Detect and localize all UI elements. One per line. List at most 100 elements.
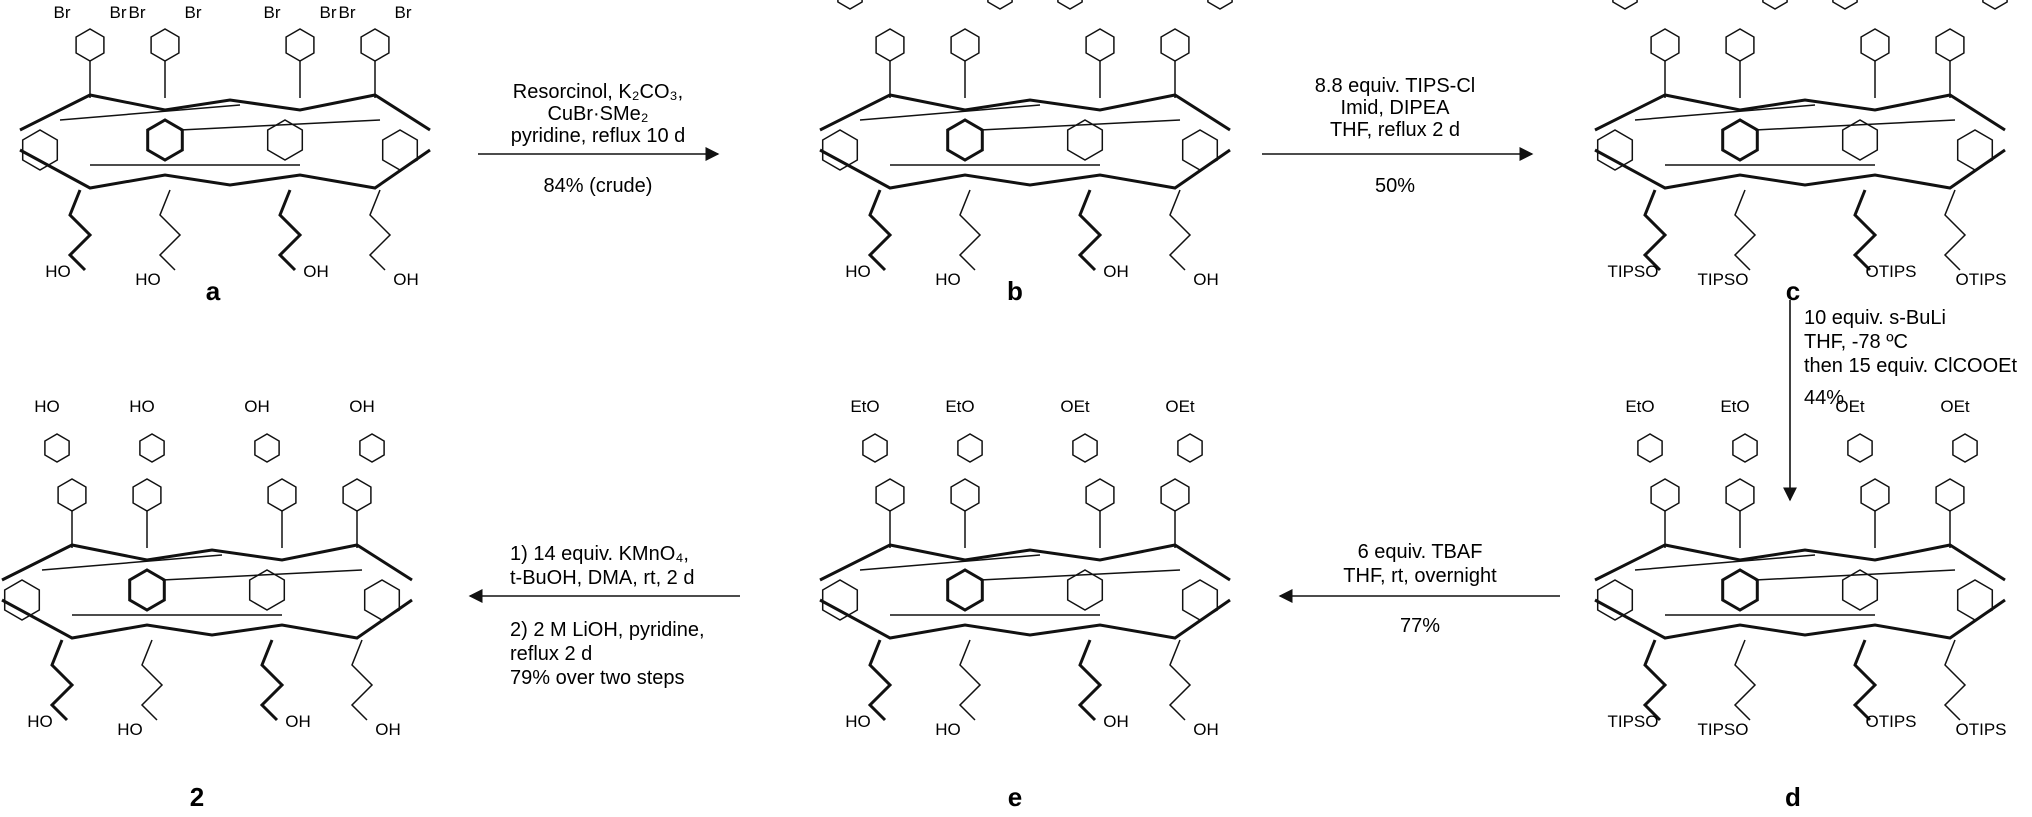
terminal-group-label: OH: [285, 712, 311, 731]
condition-line: CuBr·SMe₂: [547, 103, 648, 125]
upper-aryl-ring: [875, 478, 905, 512]
upper-aryl-ring: [875, 28, 905, 62]
terminal-group-label: OH: [375, 720, 401, 739]
condition-line: 6 equiv. TBAF: [1358, 541, 1483, 563]
aryl-ring: [248, 569, 286, 611]
bridging-ring: [1832, 0, 1858, 10]
conditions-a-to-b: Resorcinol, K₂CO₃, CuBr·SMe₂ pyridine, r…: [511, 81, 686, 197]
ester-label: OEt: [1165, 397, 1195, 416]
ester-label: OH: [349, 397, 375, 416]
bromine-label: Br: [264, 3, 281, 22]
upper-aryl-ring: [150, 28, 180, 62]
aryl-ring: [1596, 129, 1634, 171]
upper-aryl-ring: [950, 28, 980, 62]
upper-aryl-ring: [1650, 478, 1680, 512]
condition-line: 79% over two steps: [510, 667, 685, 689]
bridging-ring: [1982, 0, 2008, 10]
bridging-ring: [1952, 433, 1978, 463]
bromine-label: Br: [129, 3, 146, 22]
condition-line: Resorcinol, K₂CO₃,: [513, 81, 683, 103]
bridging-ring: [1637, 433, 1663, 463]
lower-bonds: [1594, 598, 2006, 640]
upper-aryl-ring: [1650, 28, 1680, 62]
condition-line: reflux 2 d: [510, 643, 592, 665]
bromine-label: Br: [110, 3, 127, 22]
bridging-ring: [957, 433, 983, 463]
bromine-label: Br: [185, 3, 202, 22]
upper-aryl-ring: [1725, 478, 1755, 512]
rim-bonds: [1594, 93, 2006, 132]
ester-label: EtO: [850, 397, 879, 416]
aryl-ring: [146, 118, 184, 162]
upper-aryl-ring: [1860, 478, 1890, 512]
terminal-group-label: TIPSO: [1607, 712, 1658, 731]
upper-aryl-ring: [1160, 28, 1190, 62]
aryl-ring: [128, 568, 166, 612]
terminal-group-label: HO: [845, 262, 871, 281]
aryl-ring: [1841, 119, 1879, 161]
yield-label: 50%: [1375, 175, 1415, 197]
bridge-bond: [979, 119, 1181, 131]
alkyl-chain: [1168, 639, 1192, 721]
alkyl-chain: [277, 189, 303, 272]
alkyl-chain: [1642, 189, 1668, 272]
upper-aryl-ring: [132, 478, 162, 512]
alkyl-chain: [368, 189, 392, 271]
conditions-e-to-2: 1) 14 equiv. KMnO₄, t-BuOH, DMA, rt, 2 d…: [510, 543, 705, 689]
bridging-ring: [1057, 0, 1083, 10]
bridge-bond: [979, 569, 1181, 581]
alkyl-chain: [350, 639, 374, 721]
upper-aryl-ring: [1160, 478, 1190, 512]
condition-line: pyridine, reflux 10 d: [511, 125, 686, 147]
terminal-group-label: HO: [935, 720, 961, 739]
bridge-bond: [1634, 104, 1816, 121]
conditions-d-to-e: 6 equiv. TBAF THF, rt, overnight 77%: [1343, 541, 1497, 637]
upper-aryl-ring: [360, 28, 390, 62]
condition-line: t-BuOH, DMA, rt, 2 d: [510, 567, 694, 589]
lower-bonds: [819, 148, 1231, 190]
alkyl-chain: [1943, 189, 1967, 271]
condition-line: THF, -78 ºC: [1804, 331, 1908, 353]
condition-line: 1) 14 equiv. KMnO₄,: [510, 543, 689, 565]
lower-bonds: [1, 598, 413, 640]
upper-aryl-ring: [1725, 28, 1755, 62]
lower-bonds: [819, 598, 1231, 640]
compound-label-d: d: [1785, 782, 1801, 812]
condition-line: 8.8 equiv. TIPS-Cl: [1315, 75, 1475, 97]
alkyl-chain: [867, 639, 893, 722]
conditions-b-to-c: 8.8 equiv. TIPS-Cl Imid, DIPEA THF, refl…: [1315, 75, 1475, 197]
ester-label: HO: [129, 397, 155, 416]
alkyl-chain: [158, 189, 182, 271]
terminal-group-label: OTIPS: [1865, 712, 1916, 731]
condition-line: 2) 2 M LiOH, pyridine,: [510, 619, 705, 641]
bromine-label: Br: [395, 3, 412, 22]
condition-line: Imid, DIPEA: [1341, 97, 1451, 119]
compound-label-2: 2: [190, 782, 204, 812]
alkyl-chain: [1642, 639, 1668, 722]
terminal-group-label: OH: [1103, 712, 1129, 731]
bromine-label: Br: [320, 3, 337, 22]
terminal-group-label: TIPSO: [1697, 270, 1748, 289]
bridging-ring: [1847, 433, 1873, 463]
terminal-group-label: HO: [935, 270, 961, 289]
alkyl-chain: [259, 639, 285, 722]
bridging-ring: [1072, 433, 1098, 463]
bridge-bond: [161, 569, 363, 581]
compound-label-a: a: [206, 276, 221, 306]
ester-label: EtO: [945, 397, 974, 416]
yield-label: 84% (crude): [544, 175, 653, 197]
terminal-group-label: HO: [27, 712, 53, 731]
bridging-ring: [44, 433, 70, 463]
bridge-bond: [1754, 569, 1956, 581]
compound-label-c: c: [1786, 276, 1800, 306]
alkyl-chain: [49, 639, 75, 722]
conditions-c-to-d: 10 equiv. s-BuLi THF, -78 ºC then 15 equ…: [1804, 307, 2018, 409]
bridging-ring: [139, 433, 165, 463]
terminal-group-label: TIPSO: [1607, 262, 1658, 281]
aryl-ring: [821, 129, 859, 171]
rim-bonds: [819, 93, 1231, 132]
